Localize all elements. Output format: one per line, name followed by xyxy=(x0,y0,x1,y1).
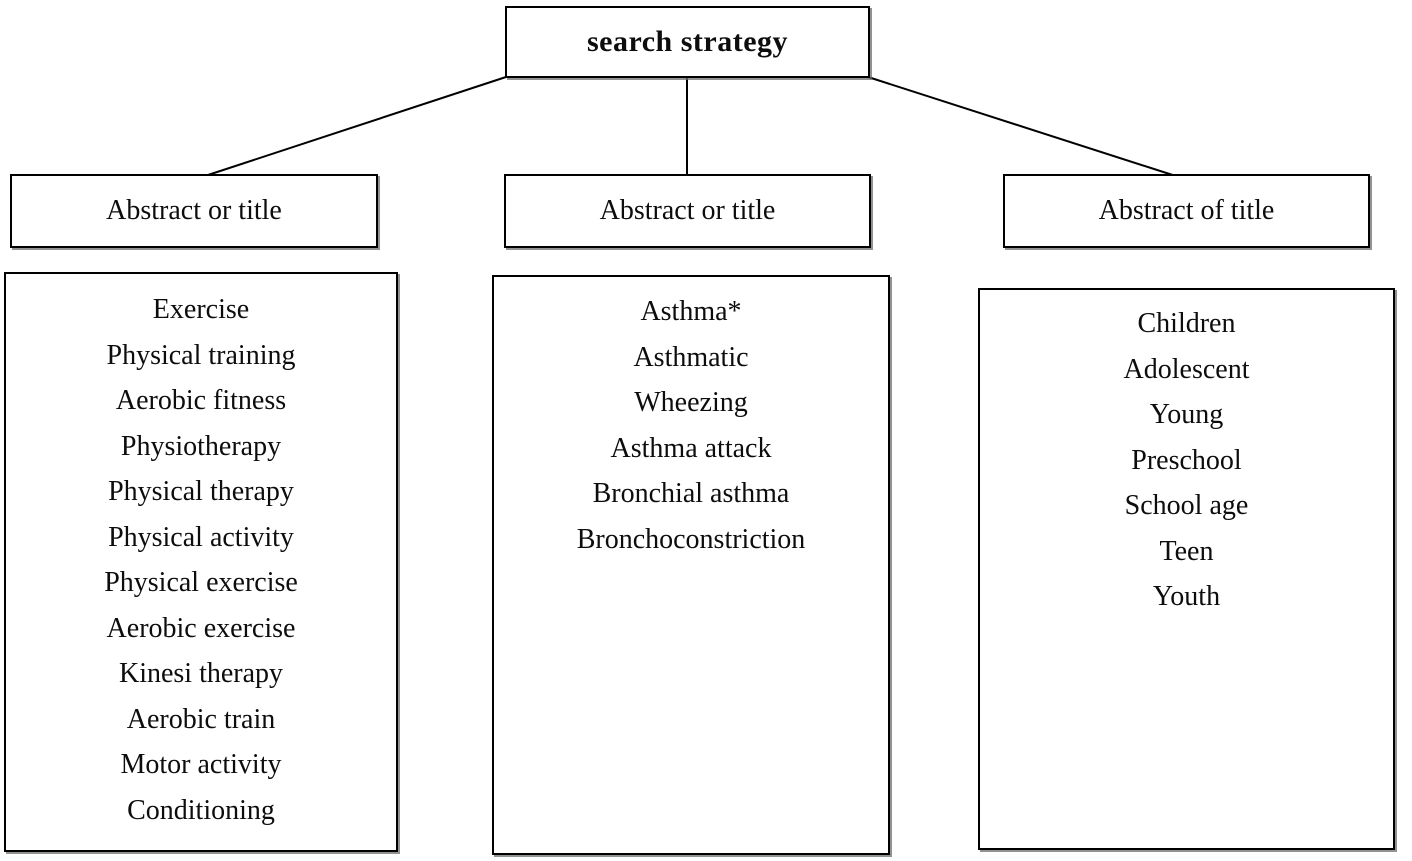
header-label-middle: Abstract or title xyxy=(599,195,776,226)
term-item: Kinesi therapy xyxy=(118,658,284,689)
term-item: Bronchial asthma xyxy=(592,478,790,509)
term-item: Asthma* xyxy=(640,296,742,327)
term-item: School age xyxy=(1124,490,1249,521)
term-item: Physiotherapy xyxy=(120,430,282,462)
term-item: Physical activity xyxy=(108,521,294,553)
term-item: Youth xyxy=(1152,581,1221,612)
term-item: Teen xyxy=(1159,535,1214,567)
term-item: Physical exercise xyxy=(104,567,298,598)
term-item: Children xyxy=(1137,308,1236,339)
term-item: Physical training xyxy=(106,339,296,371)
term-item: Bronchoconstriction xyxy=(576,523,806,555)
term-item: Adolescent xyxy=(1123,353,1250,385)
header-box-left: Abstract or title xyxy=(10,174,378,248)
root-node-label: search strategy xyxy=(586,25,789,58)
term-item: Wheezing xyxy=(634,387,748,418)
term-item: Exercise xyxy=(152,294,250,325)
term-item: Aerobic fitness xyxy=(115,385,287,416)
term-item: Aerobic exercise xyxy=(106,612,296,644)
term-item: Conditioning xyxy=(127,794,275,826)
term-item: Asthmatic xyxy=(633,341,749,373)
connector-root-to-right xyxy=(867,76,1183,179)
header-label-right: Abstract of title xyxy=(1098,195,1275,226)
header-label-left: Abstract or title xyxy=(106,195,282,226)
term-item: Aerobic train xyxy=(126,703,276,735)
header-box-right: Abstract of title xyxy=(1003,174,1370,248)
header-box-middle: Abstract or title xyxy=(504,174,871,248)
term-item: Asthma attack xyxy=(610,432,772,464)
term-item: Physical therapy xyxy=(108,476,294,507)
term-item: Motor activity xyxy=(120,749,282,780)
term-item: Young xyxy=(1149,399,1224,430)
connector-root-to-left xyxy=(207,76,507,176)
root-node-box: search strategy xyxy=(505,6,870,78)
term-item: Preschool xyxy=(1131,444,1242,476)
